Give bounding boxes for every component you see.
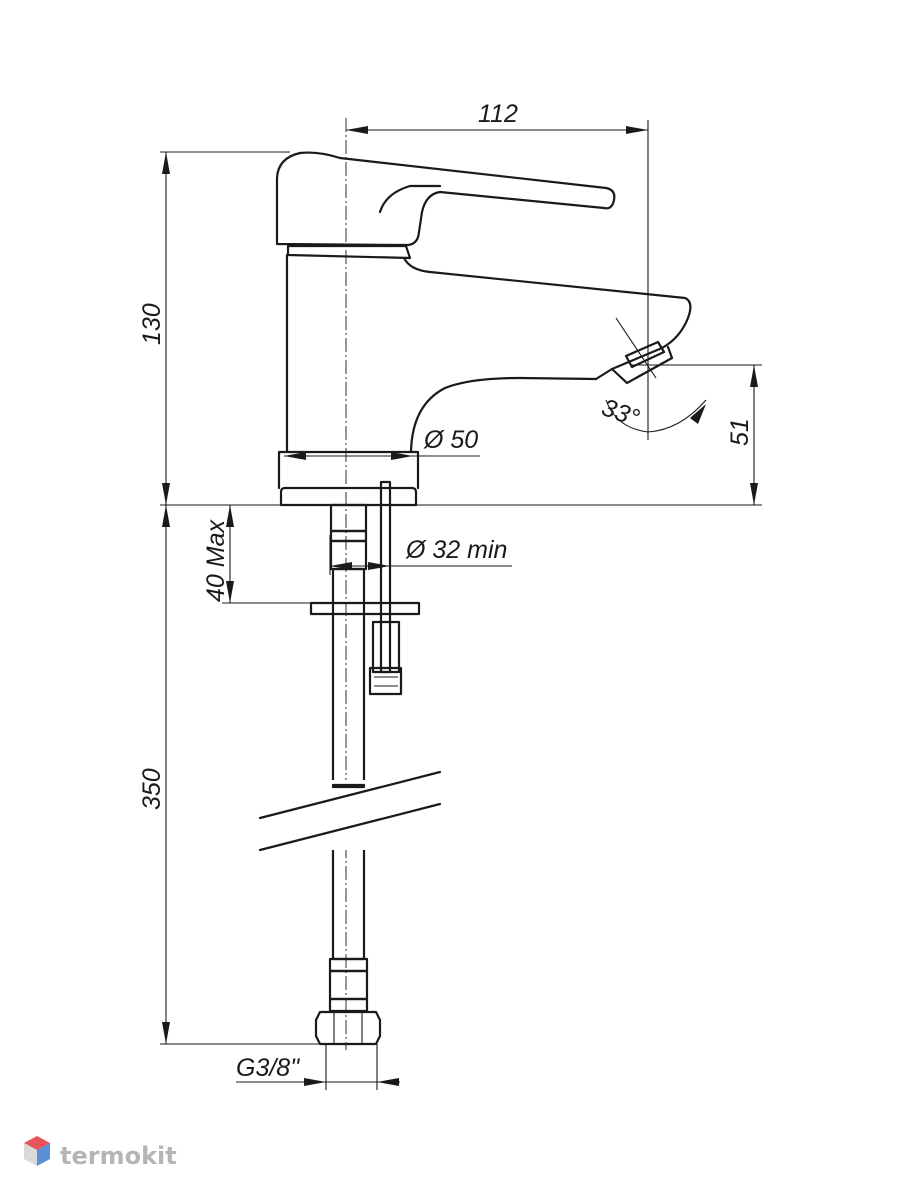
dim-spout-reach: 112 (478, 100, 518, 128)
dimension-lines (160, 126, 762, 1090)
dim-max-deck-thickness: 40 Max (202, 519, 230, 602)
dim-hole-diameter: Ø 32 min (405, 536, 507, 564)
termokit-logo-icon (24, 1136, 50, 1166)
dim-spout-height: 51 (726, 418, 754, 446)
dim-spout-angle: 33° (598, 393, 643, 432)
dim-base-diameter: Ø 50 (423, 426, 478, 454)
center-lines (345, 118, 657, 1050)
dim-connection-thread: G3/8" (236, 1054, 300, 1082)
termokit-watermark: termokit (24, 1136, 177, 1170)
dim-total-height: 130 (138, 303, 166, 345)
dim-hose-length: 350 (138, 768, 166, 810)
faucet-body (277, 244, 692, 507)
lever-handle (275, 151, 616, 247)
watermark-text: termokit (60, 1142, 177, 1170)
